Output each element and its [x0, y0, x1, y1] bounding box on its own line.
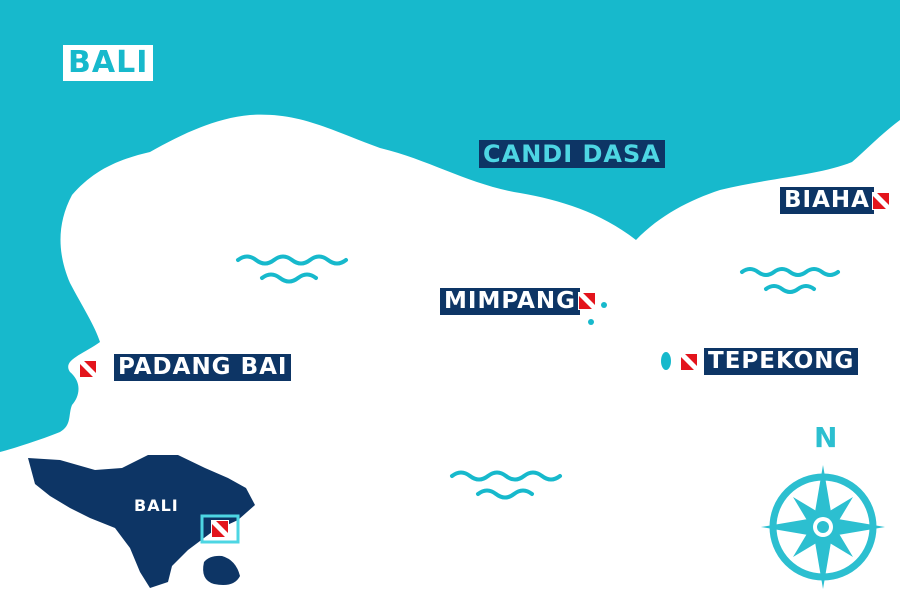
wave-icon	[450, 470, 562, 500]
inset-map	[28, 455, 255, 588]
islet	[588, 302, 671, 370]
dive-site-label-biaha[interactable]: BIAHA	[780, 187, 874, 214]
inset-label: BALI	[132, 496, 181, 515]
dive-flag-icon	[79, 360, 97, 378]
wave-icon	[236, 254, 348, 284]
coast-label: CANDI DASA	[479, 140, 665, 168]
compass-north-label: N	[810, 422, 843, 454]
land-mass	[0, 0, 900, 452]
dive-site-label-mimpang[interactable]: MIMPANG	[440, 288, 581, 315]
region-label: BALI	[63, 45, 154, 81]
compass-rose-icon	[761, 465, 885, 589]
dive-site-label-tepekong[interactable]: TEPEKONG	[704, 348, 859, 375]
dive-site-label-padang-bai[interactable]: PADANG BAI	[114, 354, 292, 381]
dive-flag-icon	[211, 520, 229, 538]
inset-nusa-penida	[203, 555, 240, 585]
dive-flag-icon	[872, 192, 890, 210]
dive-flag-icon	[680, 353, 698, 371]
dive-flag-icon	[578, 292, 596, 310]
wave-icon	[740, 267, 840, 294]
inset-bali-island	[28, 455, 255, 588]
inset-highlight-box	[200, 514, 240, 544]
